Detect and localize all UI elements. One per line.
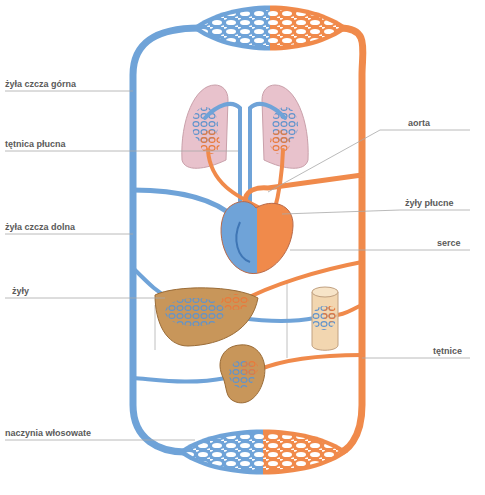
heart-detail xyxy=(236,222,250,262)
leader-line xyxy=(5,440,195,441)
heart xyxy=(221,202,293,274)
capillary-holes xyxy=(200,10,340,46)
part-label: aorta xyxy=(408,118,430,129)
leader-line xyxy=(268,130,470,192)
intestine-capillaries xyxy=(312,306,336,330)
capillary-holes xyxy=(186,434,340,470)
intestine xyxy=(312,287,338,297)
liver xyxy=(155,288,258,346)
intestine-capillaries xyxy=(323,306,337,322)
part-label: naczynia włosowate xyxy=(5,428,91,439)
artery-vessel xyxy=(340,28,363,452)
part-label: serce xyxy=(437,238,461,249)
lung-capillaries xyxy=(270,130,290,154)
intestine xyxy=(312,292,338,350)
vein-vessel xyxy=(133,190,235,218)
kidney xyxy=(220,345,265,403)
part-label: tętnica płucna xyxy=(5,139,66,150)
part-label: tętnice xyxy=(433,346,462,357)
leader-line xyxy=(5,91,133,92)
kidney-capillaries xyxy=(242,360,258,376)
artery-vessel xyxy=(258,355,362,370)
vein-vessel xyxy=(133,28,200,452)
leader-line xyxy=(5,234,133,235)
leader-lines xyxy=(5,91,470,440)
part-label: żyła czcza górna xyxy=(5,79,76,90)
lung xyxy=(262,85,308,168)
artery-vessel xyxy=(240,262,362,315)
vein-vessel xyxy=(133,378,226,382)
leader-line xyxy=(362,358,470,359)
capillary-bed xyxy=(178,430,348,475)
leader-line xyxy=(5,298,165,299)
leader-line xyxy=(5,151,238,152)
capillary-bed xyxy=(192,6,348,51)
part-label: żyły płucne xyxy=(405,198,454,209)
leader-line xyxy=(282,210,470,214)
leader-line xyxy=(290,250,470,251)
part-label: żyła czcza dolna xyxy=(5,222,75,233)
part-label: żyły xyxy=(12,286,29,297)
lung xyxy=(182,85,228,168)
liver-capillaries xyxy=(221,294,249,310)
liver-capillaries xyxy=(165,298,225,326)
